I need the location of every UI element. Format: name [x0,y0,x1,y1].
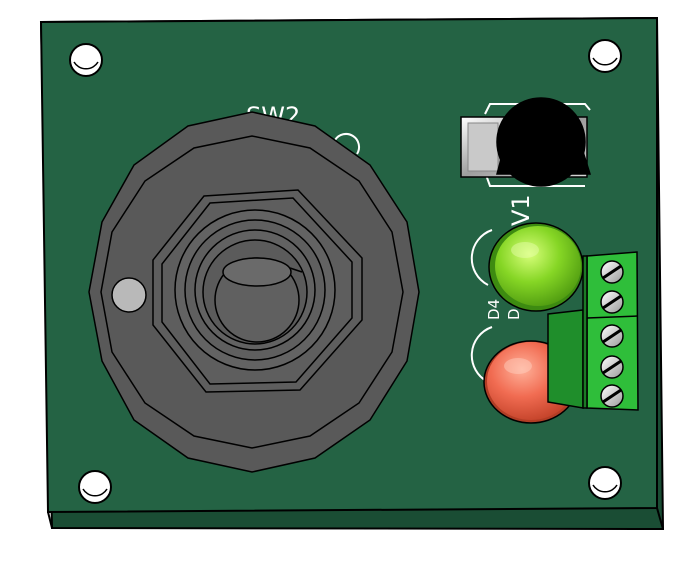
mounting-hole [69,43,103,77]
regulator-label: V1 [507,194,535,226]
voltage-regulator[interactable] [460,97,592,187]
terminal-screw[interactable] [600,260,624,284]
pushbutton-switch[interactable] [88,111,420,473]
indicator-dot [111,277,147,313]
terminal-screw[interactable] [600,355,624,379]
mounting-hole [588,466,622,500]
terminal-screw[interactable] [600,290,624,314]
screw-terminal-block[interactable] [547,251,639,411]
mounting-hole [588,39,622,73]
mounting-hole [78,470,112,504]
led-green[interactable] [488,222,584,312]
led-label-d4: D4 [485,299,503,320]
led-label-d: D [505,308,523,320]
terminal-screw[interactable] [600,384,624,408]
terminal-screw[interactable] [600,324,624,348]
mounting-holes [69,39,622,504]
